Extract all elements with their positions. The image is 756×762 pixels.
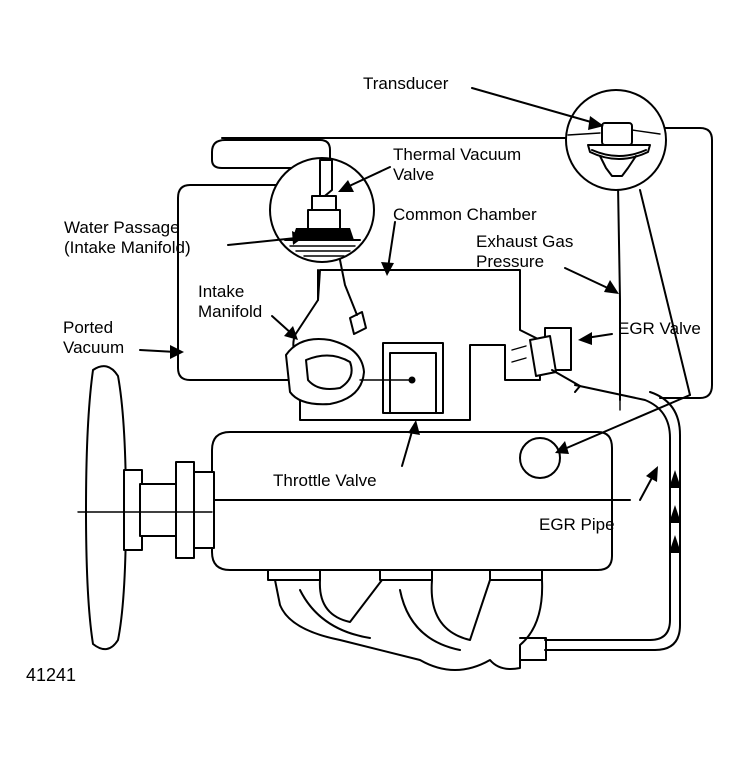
pulley [77,365,215,651]
thermal-vacuum-valve-label: Thermal Vacuum [393,145,522,164]
figure-number: 41241 [26,665,77,685]
egr-pipe [544,384,681,651]
common-chamber-label: Common Chamber [393,205,537,224]
ported-vacuum-hose [177,184,411,381]
transducer [565,89,667,191]
intake-manifold-label: Intake [198,282,245,301]
egr-valve-label: EGR Valve [618,319,701,338]
throttle-valve-label: Throttle Valve [273,471,377,490]
thermal-vacuum-valve-label-line2: Valve [393,165,435,184]
intake-manifold-label-line2: Manifold [198,302,263,321]
ported-vacuum-label-line2: Vacuum [63,338,125,357]
exhaust-gas-pressure-label: Exhaust Gas [476,232,574,251]
water-passage-label-line2: (Intake Manifold) [64,238,191,257]
label-arrows [139,87,691,501]
water-passage-label: Water Passage [64,218,180,237]
intake-manifold [285,259,541,421]
egr-pipe-label: EGR Pipe [539,515,615,534]
exhaust-manifold [274,579,547,671]
egr-valve [511,327,581,393]
exhaust-gas-pressure-label-line2: Pressure [476,252,545,271]
engine-block [203,431,631,581]
transducer-label: Transducer [363,74,449,93]
thermal-vacuum-valve [269,157,375,263]
ported-vacuum-label: Ported [63,318,114,337]
